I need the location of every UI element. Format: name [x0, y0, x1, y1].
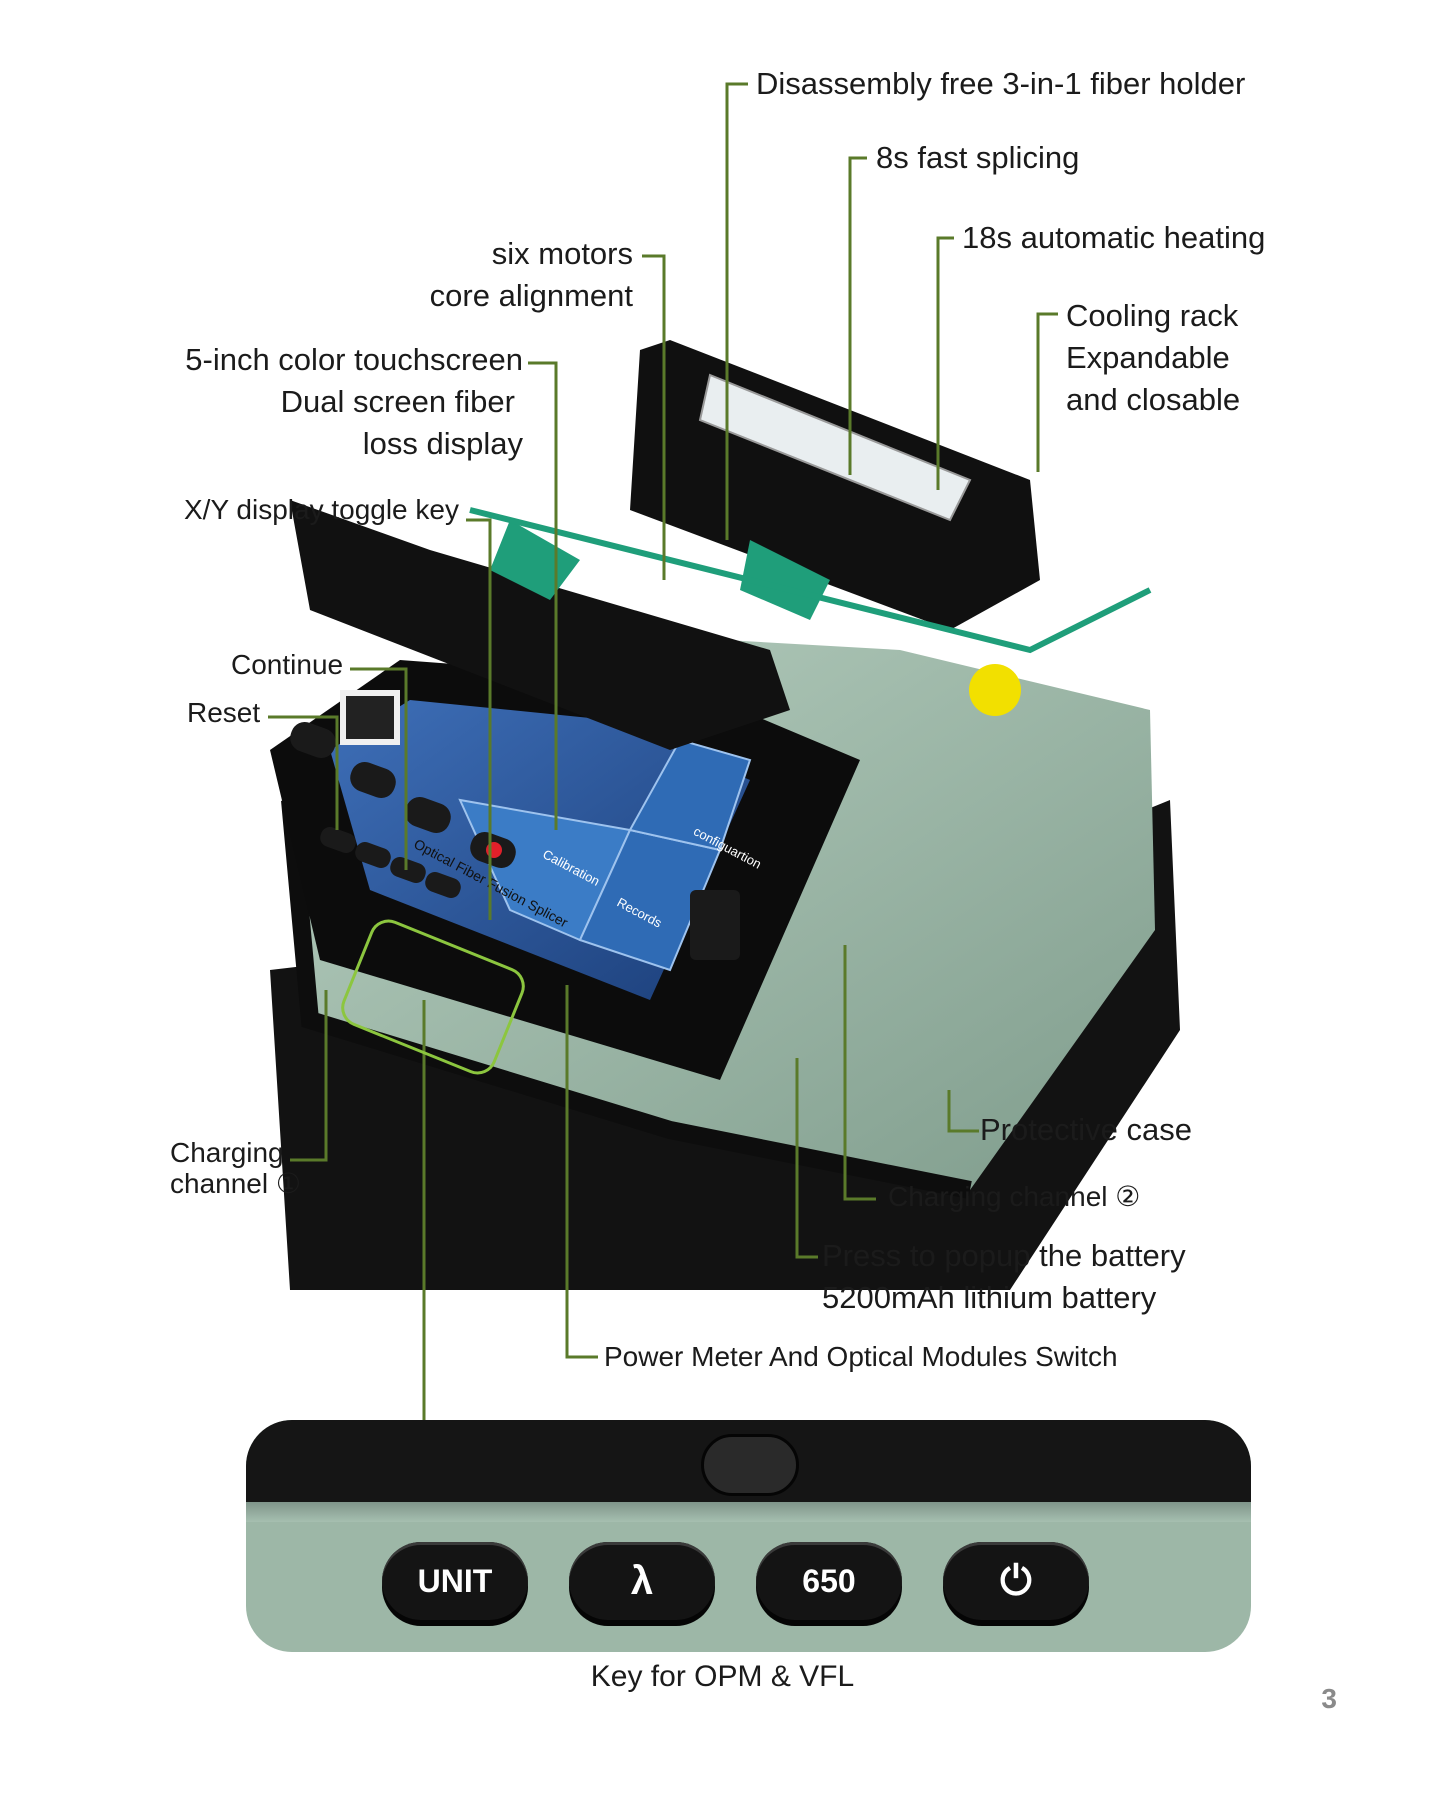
callout-touchscreen-1: 5-inch color touchscreen [185, 342, 523, 377]
page-number: 3 [1321, 1683, 1337, 1714]
callout-cooling-rack-2: Expandable [1066, 340, 1230, 375]
panel-notch [701, 1434, 799, 1496]
callout-charging-1a: Charging [170, 1137, 284, 1168]
callout-cooling-rack-1: Cooling rack [1066, 298, 1239, 333]
callout-charging-2: Charging channel ② [888, 1181, 1141, 1212]
callout-continue: Continue [231, 649, 344, 680]
callout-protective-case: Protective case [980, 1112, 1192, 1147]
callout-xy-toggle: X/Y display toggle key [184, 494, 459, 525]
callout-battery-2: 5200mAh lithium battery [822, 1280, 1157, 1315]
callout-touchscreen-2: Dual screen fiber [280, 384, 515, 419]
opm-vfl-key-panel: UNIT λ 650 ⏻ [246, 1420, 1251, 1652]
callout-touchscreen-3: loss display [362, 426, 523, 461]
lambda-key[interactable]: λ [569, 1542, 715, 1620]
vfl-650-key[interactable]: 650 [756, 1542, 902, 1620]
callout-six-motors-2: core alignment [429, 278, 633, 313]
callout-fast-splicing: 8s fast splicing [876, 140, 1080, 175]
callout-power-meter: Power Meter And Optical Modules Switch [604, 1341, 1118, 1372]
panel-shine [246, 1502, 1251, 1522]
callout-auto-heating: 18s automatic heating [962, 220, 1266, 255]
callout-six-motors-1: six motors [491, 236, 633, 271]
callout-battery-1: Press to popup the battery [822, 1238, 1186, 1273]
callout-reset: Reset [187, 697, 261, 728]
callout-cooling-rack-3: and closable [1066, 382, 1241, 417]
panel-caption: Key for OPM & VFL [590, 1660, 855, 1693]
callout-charging-1b: channel ① [170, 1168, 301, 1199]
callout-fiber-holder: Disassembly free 3-in-1 fiber holder [756, 66, 1246, 101]
power-key[interactable]: ⏻ [943, 1542, 1089, 1620]
unit-key[interactable]: UNIT [382, 1542, 528, 1620]
